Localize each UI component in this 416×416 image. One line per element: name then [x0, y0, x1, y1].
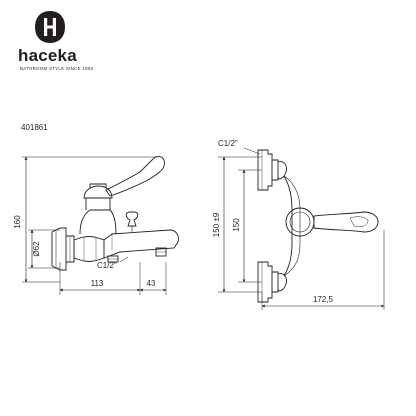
dim-body-length-label: 113 — [91, 279, 104, 288]
front-thread-label: C1/2" — [218, 139, 238, 148]
dim-diameter-label: Ø62 — [32, 241, 41, 257]
dim-centers-label: 150 — [232, 218, 241, 232]
brand-name: haceka — [18, 46, 77, 65]
dim-width-label: 172,5 — [313, 295, 334, 304]
haceka-logo-icon — [35, 11, 65, 43]
product-code: 401861 — [21, 123, 48, 132]
dim-height-label: 160 — [13, 215, 22, 229]
front-view — [218, 147, 385, 310]
dim-centers-tolerance-label: 150 ±9 — [212, 212, 221, 237]
brand-tagline: BATHROOM STYLE SINCE 1904 — [20, 66, 94, 71]
dim-spout-offset-label: 43 — [147, 279, 156, 288]
side-thread-label: C1/2" — [97, 261, 117, 270]
side-view — [22, 155, 179, 295]
